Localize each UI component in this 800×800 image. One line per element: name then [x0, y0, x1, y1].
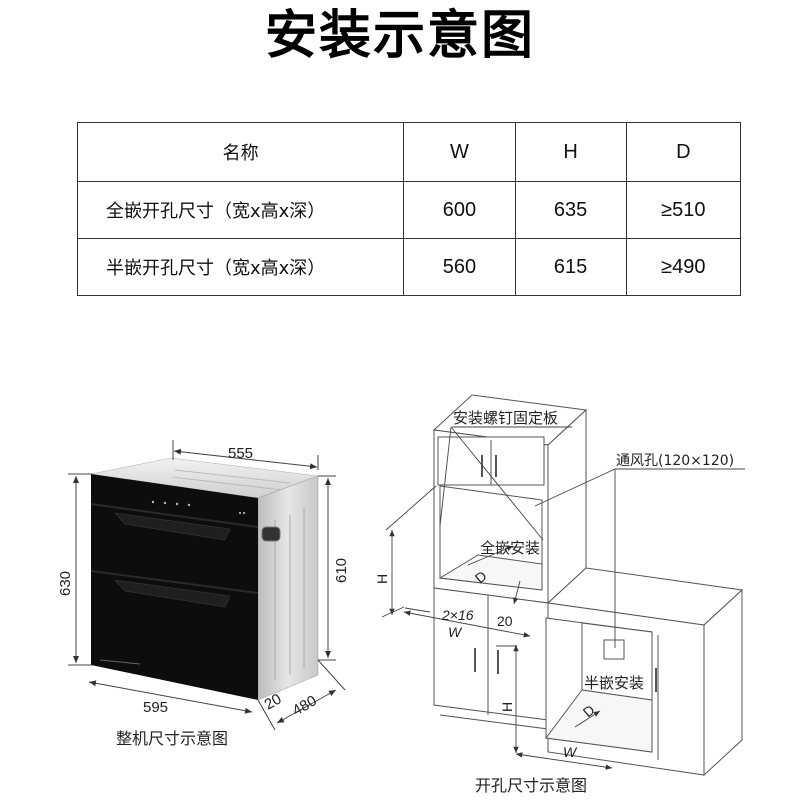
header-w: W	[403, 122, 516, 182]
label-full-embed: 全嵌安装	[480, 539, 540, 557]
dim-front-height: 630	[57, 571, 74, 596]
label-mount-plate: 安装螺钉固定板	[453, 409, 558, 427]
label-h1: H	[374, 574, 390, 584]
cabinet-diagram-caption: 开孔尺寸示意图	[475, 776, 588, 795]
product-diagram-caption: 整机尺寸示意图	[116, 729, 229, 748]
cabinet-dimensions	[381, 426, 745, 770]
row-d: ≥490	[625, 238, 742, 296]
label-w2: W	[563, 744, 578, 760]
page-title: 安装示意图	[264, 6, 535, 66]
dim-top-width: 555	[228, 445, 253, 462]
row-name: 全嵌开孔尺寸（宽x高x深）	[76, 181, 405, 239]
label-screws: 2×16	[441, 607, 474, 623]
appliance-dimensions	[68, 440, 346, 731]
row-name: 半嵌开孔尺寸（宽x高x深）	[76, 238, 405, 296]
label-gap: 20	[497, 613, 513, 629]
table-row: 半嵌开孔尺寸（宽x高x深） 560 615 ≥490	[76, 238, 742, 296]
dim-side-height: 610	[333, 558, 350, 583]
label-w1: W	[448, 624, 463, 640]
row-h: 635	[514, 181, 627, 239]
label-half-embed: 半嵌安装	[584, 674, 644, 692]
dim-panel-offset: 20	[262, 690, 285, 713]
spec-table: 名称 W H D 全嵌开孔尺寸（宽x高x深） 600 635 ≥510 半嵌开孔…	[76, 122, 742, 296]
dim-bottom-width: 595	[143, 699, 168, 716]
label-h2: H	[499, 702, 515, 712]
row-w: 600	[403, 181, 516, 239]
header-h: H	[514, 122, 627, 182]
label-vent: 通风孔(120×120)	[616, 453, 734, 469]
header-name: 名称	[76, 122, 405, 182]
row-w: 560	[403, 238, 516, 296]
table-header-row: 名称 W H D	[76, 122, 742, 182]
row-d: ≥510	[625, 181, 742, 239]
dim-depth: 480	[290, 692, 320, 719]
row-h: 615	[514, 238, 627, 296]
table-row: 全嵌开孔尺寸（宽x高x深） 600 635 ≥510	[76, 181, 742, 239]
appliance-illustration	[90, 457, 319, 701]
